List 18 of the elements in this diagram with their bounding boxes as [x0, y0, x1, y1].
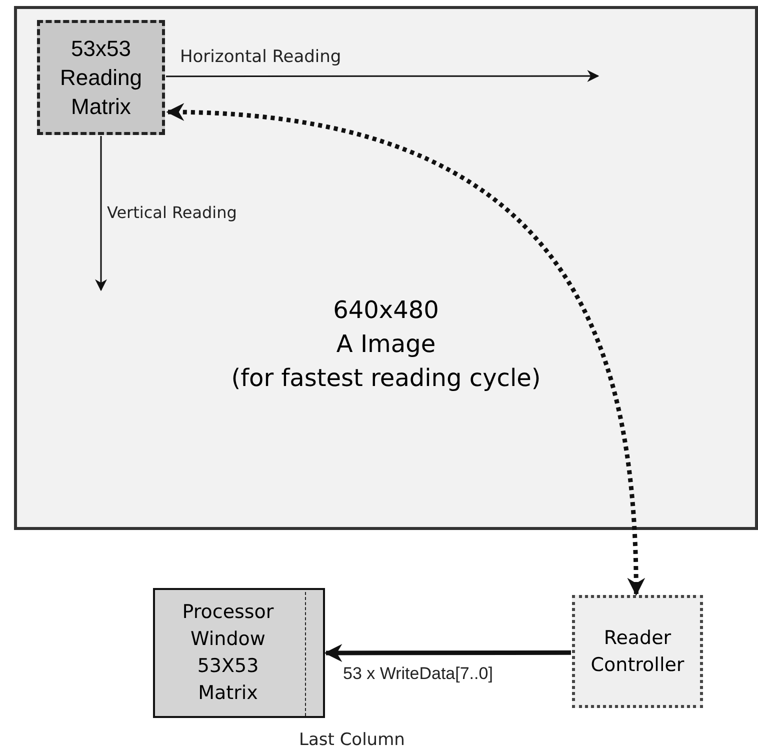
arrow: [166, 70, 600, 82]
arrow: [324, 644, 571, 662]
image-title: A Image: [336, 329, 436, 360]
image-area: [14, 6, 758, 530]
node-label: 53x53 Reading Matrix: [59, 35, 143, 121]
image-size: 640x480: [333, 295, 439, 326]
reading-matrix-box: [37, 20, 165, 135]
edge-label: Vertical Reading: [107, 203, 237, 222]
arrow: [166, 104, 645, 596]
image-note: (for fastest reading cycle): [231, 363, 541, 394]
controller-box: [572, 595, 703, 708]
edge-label: 53 x WriteData[7..0]: [343, 664, 493, 684]
node-label: Processor Window 53X53 Matrix: [181, 600, 275, 706]
column-caption: Last Column: [299, 730, 405, 750]
edge-label: Horizontal Reading: [180, 47, 342, 67]
arrow: [95, 136, 107, 292]
processor-window-box: [153, 588, 325, 718]
node-label: Reader Controller: [590, 626, 686, 678]
